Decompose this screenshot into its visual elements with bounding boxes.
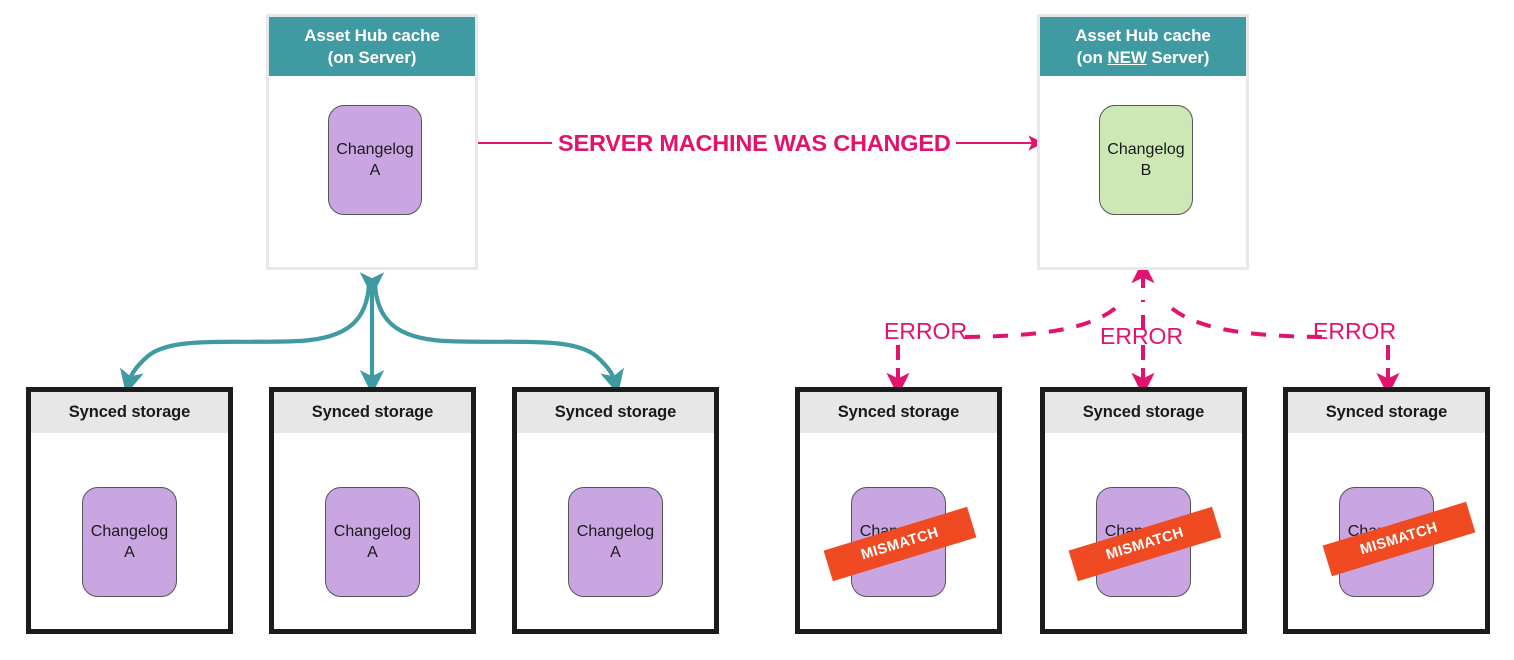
error-label-left: ERROR: [884, 318, 968, 344]
synced-storage-header: Synced storage: [517, 392, 714, 433]
asset-hub-cache-server: Asset Hub cache (on Server) Changelog A: [266, 14, 478, 270]
synced-storage-header: Synced storage: [1045, 392, 1242, 433]
synced-storage-header: Synced storage: [31, 392, 228, 433]
server-machine-changed-label: SERVER MACHINE WAS CHANGED: [558, 130, 951, 156]
synced-storage-body: Changelog A MISMATCH: [1045, 433, 1242, 629]
changelog-a-left-2: Changelog A: [325, 487, 420, 597]
changelog-version: A: [610, 544, 621, 561]
asset-hub-cache-new-server: Asset Hub cache (on NEW Server) Changelo…: [1037, 14, 1249, 270]
synced-storage-header: Synced storage: [800, 392, 997, 433]
changelog-title: Changelog: [90, 522, 169, 540]
synced-storage-body: Changelog A: [31, 433, 228, 629]
changelog-version: B: [1140, 162, 1152, 179]
changelog-version: A: [124, 544, 135, 561]
hub-header-line2-prefix: (on: [327, 47, 359, 67]
asset-hub-cache-new-server-body: Changelog B: [1040, 76, 1246, 267]
hub-header-line2-suffix: Server): [358, 47, 417, 67]
changelog-a-left-3: Changelog A: [568, 487, 663, 597]
hub-header-line2-emph: NEW: [1107, 47, 1147, 67]
changelog-b-hub: Changelog B: [1099, 105, 1193, 215]
asset-hub-cache-server-header: Asset Hub cache (on Server): [269, 17, 475, 76]
changelog-a-left-1: Changelog A: [82, 487, 177, 597]
synced-storage-body: Changelog A MISMATCH: [800, 433, 997, 629]
synced-storage-header: Synced storage: [274, 392, 471, 433]
error-label-right: ERROR: [1313, 318, 1397, 344]
synced-storage-left-2: Synced storage Changelog A: [269, 387, 476, 634]
synced-storage-body: Changelog A MISMATCH: [1288, 433, 1485, 629]
synced-storage-left-1: Synced storage Changelog A: [26, 387, 233, 634]
synced-storage-right-2: Synced storage Changelog A MISMATCH: [1040, 387, 1247, 634]
synced-storage-body: Changelog A: [274, 433, 471, 629]
hub-header-line1: Asset Hub cache: [304, 26, 440, 45]
hub-header-line2-suffix: Server): [1146, 47, 1210, 67]
asset-hub-cache-server-body: Changelog A: [269, 76, 475, 267]
teal-sync-connectors: [120, 272, 624, 395]
synced-storage-right-1: Synced storage Changelog A MISMATCH: [795, 387, 1002, 634]
asset-hub-cache-new-server-header: Asset Hub cache (on NEW Server): [1040, 17, 1246, 76]
hub-header-line1: Asset Hub cache: [1075, 26, 1211, 45]
error-label-center: ERROR: [1100, 323, 1184, 349]
changelog-title: Changelog: [333, 522, 412, 540]
synced-storage-body: Changelog A: [517, 433, 714, 629]
synced-storage-left-3: Synced storage Changelog A: [512, 387, 719, 634]
synced-storage-right-3: Synced storage Changelog A MISMATCH: [1283, 387, 1490, 634]
changelog-title: Changelog: [576, 522, 655, 540]
changelog-title: Changelog: [1107, 140, 1185, 158]
synced-storage-header: Synced storage: [1288, 392, 1485, 433]
changelog-version: A: [367, 544, 378, 561]
changelog-version: A: [369, 162, 381, 179]
changelog-title: Changelog: [336, 140, 414, 158]
changelog-a-hub: Changelog A: [328, 105, 422, 215]
hub-header-line2-prefix: (on: [1076, 47, 1108, 67]
